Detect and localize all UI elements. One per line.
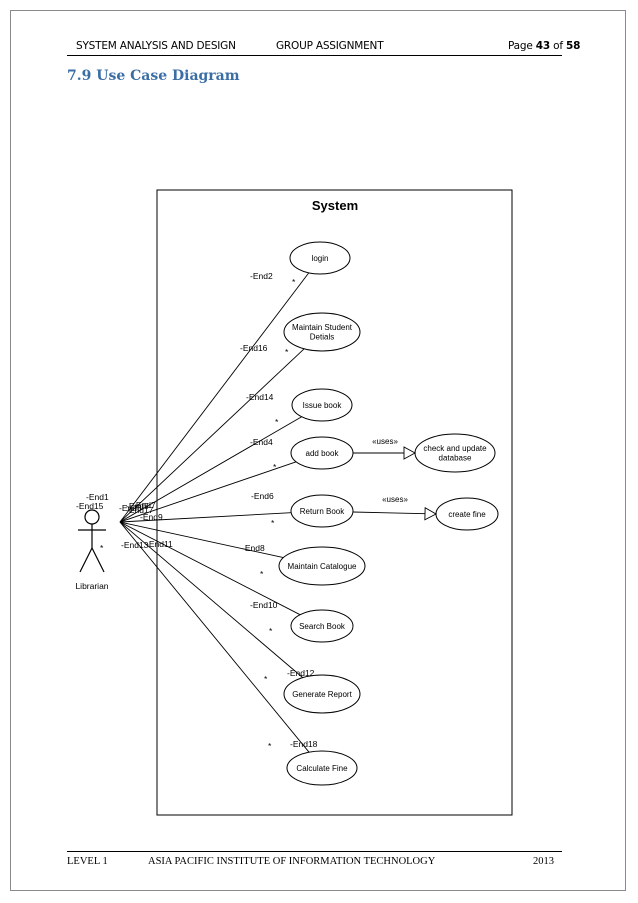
association-end-label: -End10 — [250, 600, 278, 610]
association-multiplicity: * — [273, 462, 277, 472]
use-case-label: add book — [306, 449, 340, 458]
actor-stacked-end-label: -End11 — [146, 539, 173, 549]
use-case-ellipse — [278, 546, 366, 586]
association-multiplicity: * — [285, 347, 289, 357]
page-prefix: Page — [508, 40, 533, 52]
use-case-label: Calculate Fine — [296, 764, 348, 773]
association-end-label: -End4 — [250, 437, 273, 447]
association-multiplicity: * — [268, 741, 272, 751]
uses-arrowhead — [424, 506, 437, 521]
header-rule — [67, 55, 562, 56]
uses-stereotype-label: «uses» — [382, 495, 408, 504]
use-case-ellipse — [290, 494, 354, 528]
section-title: 7.9 Use Case Diagram — [67, 68, 240, 84]
association-line — [119, 521, 284, 559]
actor-end-label-2: -End15 — [76, 501, 104, 511]
association-line — [119, 416, 302, 523]
association-end-label: -End6 — [251, 491, 274, 501]
use-case-label: Maintain Catalogue — [288, 562, 357, 571]
association-end-label: -End2 — [250, 271, 273, 281]
actor-multiplicity: * — [100, 543, 104, 553]
association-multiplicity: * — [271, 518, 275, 528]
association-end-label: -End18 — [290, 739, 318, 749]
association-multiplicity: * — [269, 626, 273, 636]
association-end-label: -End14 — [246, 392, 274, 402]
actor-name: Librarian — [75, 581, 108, 591]
association-line — [119, 512, 292, 523]
use-case-ellipse — [291, 388, 353, 422]
use-case-ellipse — [289, 241, 351, 275]
association-end-label: -End12 — [287, 668, 315, 678]
header-assignment: GROUP ASSIGNMENT — [276, 40, 384, 52]
use-case-ellipse — [290, 609, 354, 643]
actor-left-leg — [79, 547, 93, 573]
association-multiplicity: * — [264, 674, 268, 684]
actor-stacked-end-label: -End9 — [140, 512, 163, 522]
association-end-label: -End16 — [240, 343, 268, 353]
use-case-label: login — [312, 254, 329, 263]
uses-arrowhead — [403, 446, 416, 460]
header-course: SYSTEM ANALYSIS AND DESIGN — [76, 40, 236, 52]
use-case-label: Return Book — [300, 507, 345, 516]
footer-level: LEVEL 1 — [67, 856, 108, 867]
footer-year: 2013 — [533, 856, 554, 867]
page-of: of — [553, 40, 563, 52]
actor-stacked-end-label: -End13 — [121, 540, 149, 550]
association-line — [119, 461, 297, 523]
page-total: 58 — [566, 40, 581, 52]
association-multiplicity: * — [292, 277, 296, 287]
use-case-ellipse — [286, 750, 358, 786]
uses-stereotype-label: «uses» — [372, 437, 398, 446]
association-line — [119, 521, 301, 616]
association-line — [119, 521, 310, 753]
footer-rule — [67, 851, 562, 852]
uses-relation-line — [352, 511, 426, 515]
use-case-ellipse — [283, 312, 361, 352]
association-line — [119, 521, 304, 678]
actor-head — [84, 509, 100, 525]
use-case-label: Generate Report — [292, 690, 352, 699]
use-case-label: Issue book — [303, 401, 343, 410]
association-multiplicity: * — [275, 417, 279, 427]
association-line — [119, 348, 305, 523]
header-page: Page 43 of 58 — [508, 40, 580, 52]
system-label: System — [312, 198, 358, 213]
use-case-label: Search Book — [299, 622, 346, 631]
actor-right-leg — [91, 547, 105, 573]
actor-end-label-1: -End1 — [86, 492, 109, 502]
external-use-case-label: create fine — [448, 510, 486, 519]
footer-institute: ASIA PACIFIC INSTITUTE OF INFORMATION TE… — [148, 856, 436, 867]
association-end-label: -End8 — [242, 543, 265, 553]
actor-stacked-end-label: -End7 — [133, 500, 156, 510]
page-border — [10, 10, 626, 891]
page-number: 43 — [535, 40, 550, 52]
use-case-ellipse — [283, 674, 361, 714]
association-multiplicity: * — [260, 569, 264, 579]
system-boundary — [156, 189, 513, 816]
association-line — [119, 272, 310, 523]
